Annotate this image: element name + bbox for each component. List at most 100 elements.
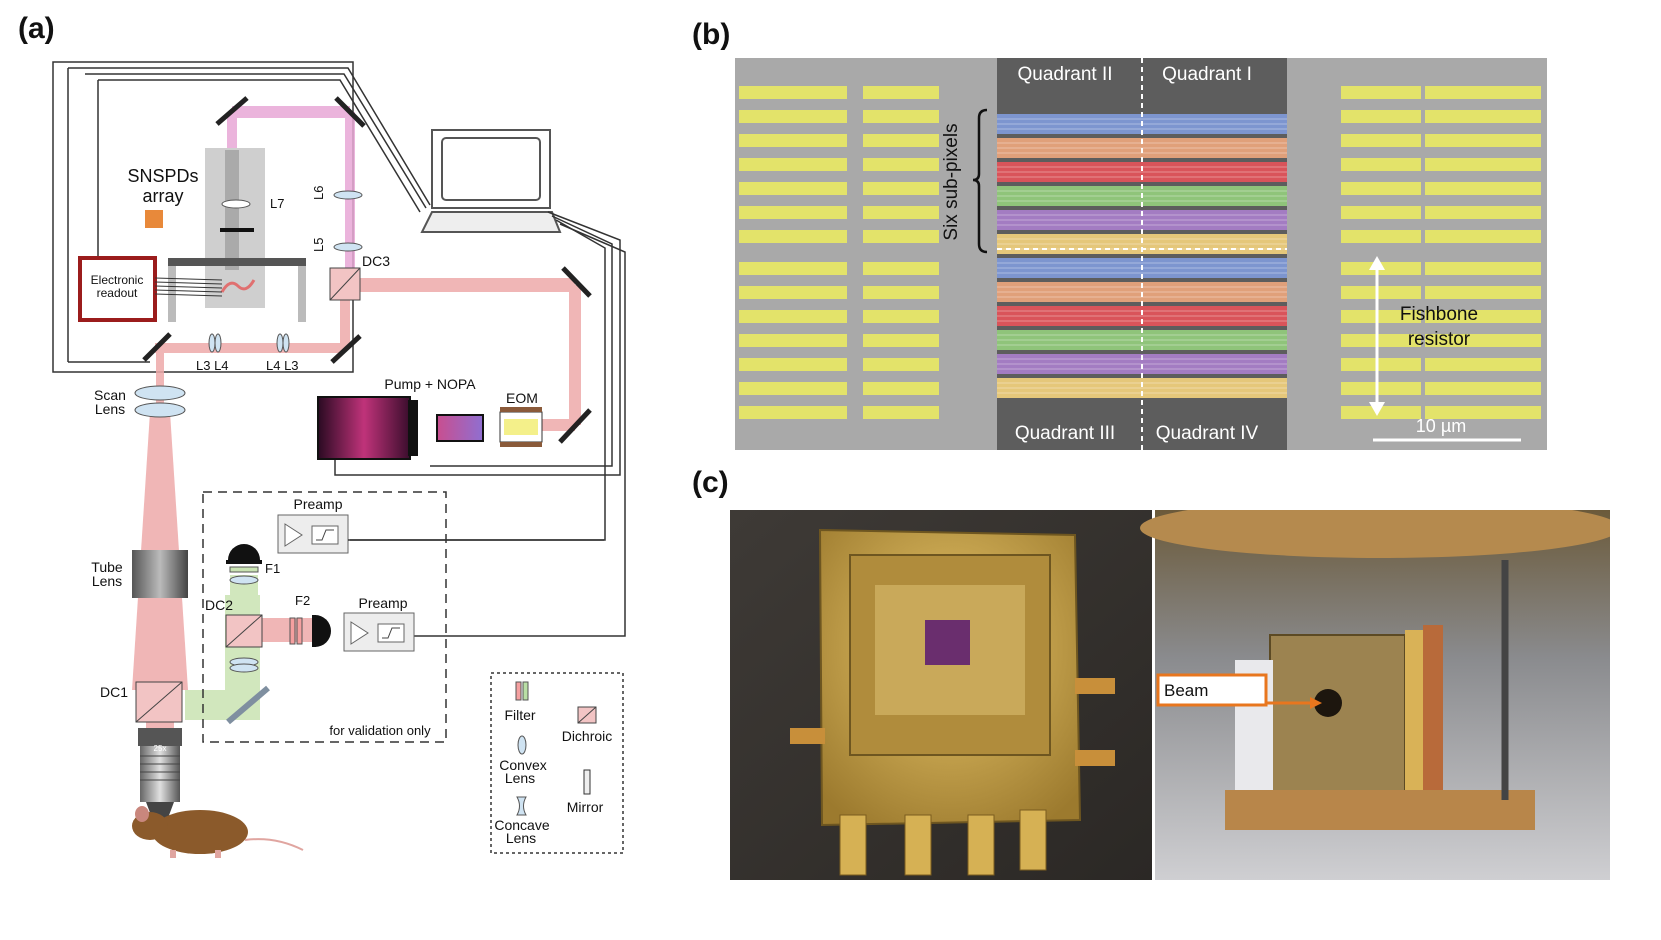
fishbone-pad [739, 206, 847, 219]
fishbone-pad [1341, 158, 1421, 171]
fishbone-pad [1341, 358, 1421, 371]
fishbone-pad [863, 110, 939, 123]
fishbone-pad [739, 182, 847, 195]
fishbone-pad [1341, 382, 1421, 395]
label-f1: F1 [265, 561, 280, 576]
fishbone-pad [739, 86, 847, 99]
readout-label: Electronic [91, 273, 144, 287]
mirrors [142, 96, 592, 444]
fishbone-pad [739, 110, 847, 123]
sub-pixel-stripe [997, 378, 1287, 398]
subpixel-brace [972, 108, 988, 254]
fishbone-pad [1425, 158, 1541, 171]
fishbone-pad [863, 382, 939, 395]
label-dc3: DC3 [362, 253, 390, 269]
panel-label-c: (c) [692, 466, 729, 499]
device-photos: Beam [730, 510, 1610, 880]
fishbone-pad [1425, 86, 1541, 99]
quadrant-iv: Quadrant IV [1156, 423, 1259, 444]
scan-lens-label: Scan [94, 387, 126, 403]
fishbone-pad [1425, 206, 1541, 219]
fishbone-pad [1341, 286, 1421, 299]
fishbone-pad [863, 86, 939, 99]
tube-lens [132, 550, 188, 598]
validation-box [202, 491, 447, 743]
label-f2: F2 [295, 593, 310, 608]
quadrant-ii: Quadrant II [1017, 64, 1112, 85]
legend-concave-2: Lens [506, 830, 536, 846]
fishbone-pad [863, 286, 939, 299]
legend-box [490, 672, 624, 854]
fishbone-pad [1425, 382, 1541, 395]
fishbone-pad [739, 158, 847, 171]
sub-pixel-stripe [997, 162, 1287, 182]
fishbone-pad [863, 158, 939, 171]
panel-label-a: (a) [18, 12, 55, 45]
fishbone-pad [1425, 110, 1541, 123]
fishbone-pad [1425, 334, 1541, 347]
fishbone-pad [1425, 262, 1541, 275]
objective [138, 728, 182, 746]
fishbone-pad [739, 334, 847, 347]
fishbone-pad [1425, 230, 1541, 243]
scan-lens-label-2: Lens [95, 401, 125, 417]
sem-image: Quadrant II Quadrant I Quadrant III Quad… [735, 58, 1547, 450]
fishbone-pad [739, 286, 847, 299]
snspd-label-2: array [142, 186, 183, 206]
fishbone-pad [739, 262, 847, 275]
six-subpixels-label: Six sub-pixels [941, 123, 962, 240]
quadrant-i: Quadrant I [1162, 64, 1252, 85]
chip [925, 620, 970, 665]
fishbone-pads-right [1341, 86, 1541, 419]
fishbone-pad [1341, 182, 1421, 195]
fishbone-pad [1425, 182, 1541, 195]
label-l6: L6 [311, 186, 326, 200]
fishbone-label: Fishbone [1400, 304, 1478, 325]
fishbone-pad [1341, 406, 1421, 419]
fishbone-pad [739, 310, 847, 323]
fishbone-pad [863, 310, 939, 323]
computer-icon [420, 129, 562, 233]
fishbone-pad [863, 230, 939, 243]
legend-convex: Convex [499, 757, 546, 773]
optical-setup-diagram: SNSPDs array L7 Electronic readout L6 L5… [52, 61, 626, 858]
validation-label: for validation only [329, 723, 431, 738]
legend-dichroic: Dichroic [562, 728, 613, 744]
label-dc1: DC1 [100, 684, 128, 700]
fishbone-pad [739, 230, 847, 243]
fishbone-label-2: resistor [1408, 329, 1471, 350]
fishbone-pad [1425, 406, 1541, 419]
snspd-label: SNSPDs [127, 166, 198, 186]
tube-lens-label: Tube [91, 559, 123, 575]
legend-concave: Concave [494, 817, 549, 833]
snspd-array-icon [145, 210, 163, 228]
fishbone-pad [863, 206, 939, 219]
cryostat-stage [168, 258, 306, 266]
beam-aperture [1314, 689, 1342, 717]
legend-convex-2: Lens [505, 770, 535, 786]
beam-label: Beam [1164, 681, 1208, 700]
preamp-bottom-label: Preamp [358, 595, 407, 611]
label-l7: L7 [270, 196, 284, 211]
fishbone-pad [1341, 206, 1421, 219]
fishbone-pad [1425, 310, 1541, 323]
fishbone-pad [739, 406, 847, 419]
fishbone-pad [1341, 86, 1421, 99]
fishbone-pad [863, 262, 939, 275]
fishbone-pad [863, 406, 939, 419]
fishbone-pads-left [739, 86, 939, 419]
fishbone-pad [1341, 110, 1421, 123]
panel-label-b: (b) [692, 18, 731, 51]
scale-label: 10 µm [1416, 416, 1466, 436]
sub-pixel-stripe [997, 306, 1287, 326]
fishbone-pad [1341, 310, 1421, 323]
mount-block [1269, 634, 1406, 796]
electronic-readout-box [78, 256, 157, 322]
label-l4l3: L4 L3 [266, 358, 299, 373]
fishbone-pad [1425, 358, 1541, 371]
legend-filter: Filter [504, 707, 535, 723]
pump-laser [317, 396, 411, 460]
detector-f2 [315, 615, 331, 647]
fishbone-pad [739, 382, 847, 395]
fishbone-pad [1341, 134, 1421, 147]
